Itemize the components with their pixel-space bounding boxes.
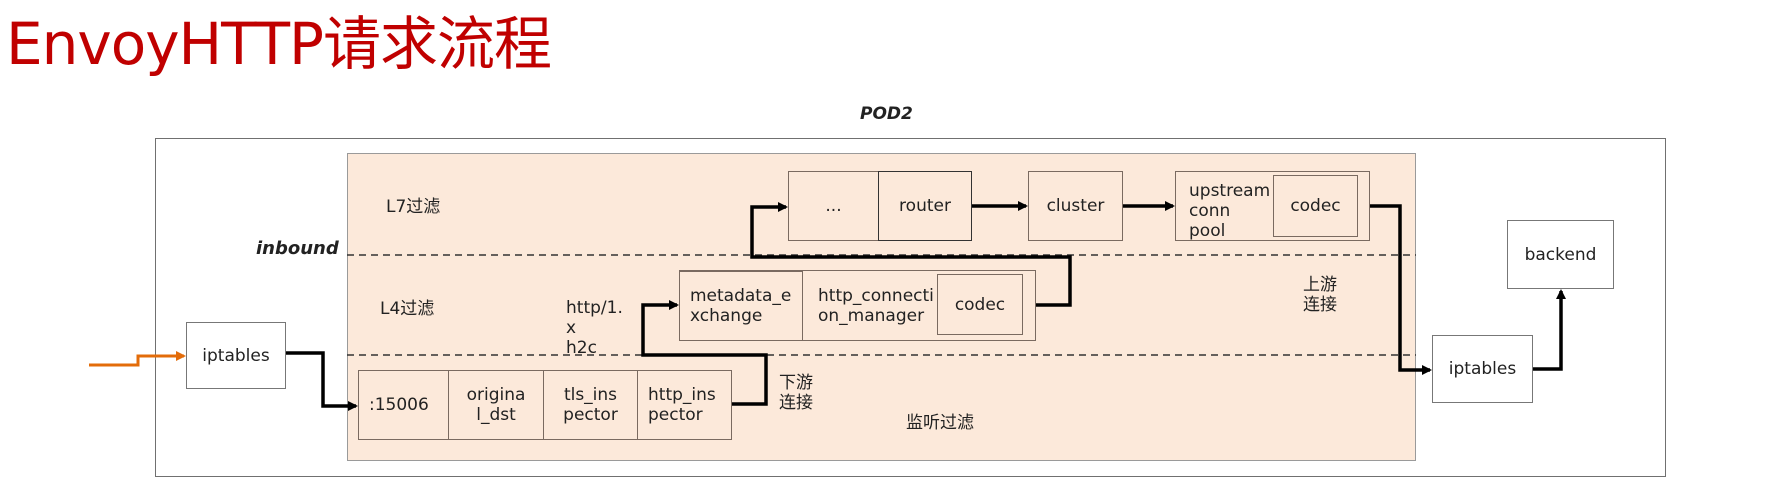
metadata-exchange-label: metadata_e xchange <box>690 286 792 326</box>
l7-filter-label: L7过滤 <box>386 197 441 217</box>
upstream-connection-label: 上游 连接 <box>1303 275 1337 315</box>
http-inspector-box[interactable]: http_ins pector <box>637 370 732 440</box>
tls-inspector-box[interactable]: tls_ins pector <box>543 370 638 440</box>
iptables-to-backend-arrow <box>1533 289 1566 371</box>
l4-filter-label: L4过滤 <box>380 299 435 319</box>
http-inspector-label: http_ins pector <box>648 385 716 425</box>
listener-filter-label: 监听过滤 <box>906 413 974 433</box>
upstream-conn-pool-box[interactable] <box>1175 171 1370 241</box>
hcm-codec-box[interactable]: codec <box>937 274 1023 335</box>
upstream-codec-box[interactable]: codec <box>1273 175 1358 237</box>
protocol-label: http/1. x h2c <box>566 298 623 358</box>
iptables-outbound-box[interactable]: iptables <box>1432 335 1533 403</box>
ingress-arrow <box>89 351 186 367</box>
cluster-label: cluster <box>1046 196 1105 216</box>
original-dst-label: origina l_dst <box>466 385 526 425</box>
metadata-exchange-box[interactable]: metadata_e xchange <box>679 271 803 341</box>
upstream-codec-label: codec <box>1290 196 1341 216</box>
original-dst-box[interactable]: origina l_dst <box>448 370 544 440</box>
downstream-connection-label: 下游 连接 <box>779 373 813 413</box>
inbound-container <box>347 153 1416 461</box>
router-label: router <box>899 196 951 216</box>
backend-label: backend <box>1524 244 1597 265</box>
iptables-inbound-label: iptables <box>202 345 270 366</box>
upstream-conn-pool-label: upstream conn pool <box>1189 181 1271 241</box>
iptables-inbound-box[interactable]: iptables <box>186 322 286 389</box>
pod-container <box>155 138 1666 477</box>
cluster-box[interactable]: cluster <box>1028 171 1123 241</box>
listener-port-label: :15006 <box>369 395 429 415</box>
hcm-to-l7-arrow <box>750 202 1072 307</box>
tls-inspector-label: tls_ins pector <box>563 385 618 425</box>
http-connection-manager-label: http_connecti on_manager <box>818 286 934 326</box>
backend-box[interactable]: backend <box>1507 220 1614 289</box>
inbound-label: inbound <box>256 238 339 259</box>
pod-label: POD2 <box>860 104 913 124</box>
ellipsis-label: ... <box>825 196 842 216</box>
pool-to-iptables-arrow <box>1370 204 1432 375</box>
iptables-outbound-label: iptables <box>1448 359 1517 379</box>
router-box[interactable]: router <box>878 171 972 241</box>
iptables-to-listener-arrow <box>286 351 358 411</box>
page-title: EnvoyHTTP请求流程 <box>6 10 552 78</box>
hcm-codec-label: codec <box>954 294 1006 315</box>
listener-to-l4-arrow <box>641 300 768 406</box>
